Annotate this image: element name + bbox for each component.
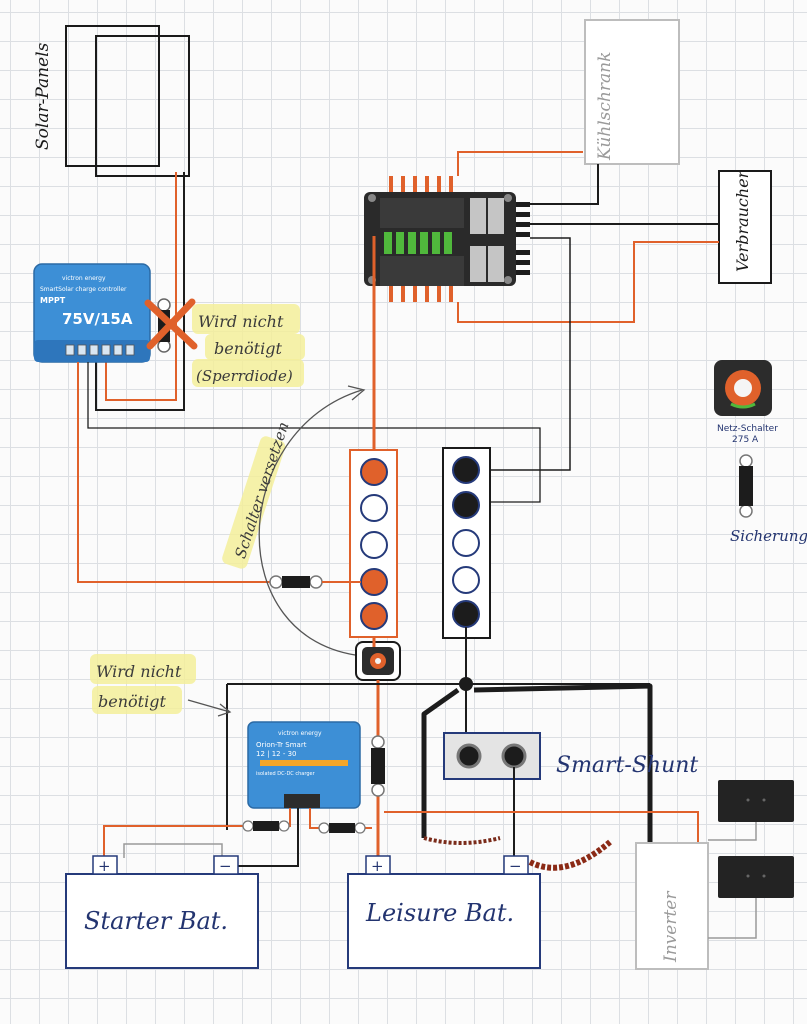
note-highlight (90, 654, 196, 684)
starter-positive-wire (103, 808, 291, 858)
shunt-bridge-cable (423, 836, 501, 845)
mppt-not-needed-note-line1: Wird nicht (198, 312, 284, 331)
heavy-ground-cable (421, 687, 460, 838)
leisure-battery-minus: − (509, 857, 522, 875)
solar-panels (65, 25, 190, 177)
inverter-outlets (718, 780, 794, 898)
note-highlight (192, 359, 304, 387)
mppt-not-needed-note-line3: (Sperrdiode) (196, 367, 293, 385)
starter-battery-minus: − (219, 857, 232, 875)
inverter-label: Inverter (661, 891, 681, 963)
note-highlight (205, 334, 305, 360)
solar-positive-wire (105, 172, 177, 401)
main-switch-label-line1: Netz-Schalter (717, 424, 778, 434)
leisure-battery (347, 855, 541, 969)
solar-panels-label: Solar-Panels (33, 42, 53, 150)
starter-battery (65, 855, 259, 969)
dcdc-brand: victron energy (278, 730, 322, 737)
dcdc-model-line3: isolated DC-DC charger (256, 771, 316, 777)
move-switch-arrow (258, 389, 363, 657)
solar-negative-wire (95, 172, 185, 411)
consumers-positive-wire (457, 241, 719, 323)
dcdc-starter-ground (230, 808, 299, 867)
mppt-charge-controller: victron energy SmartSolar charge control… (33, 263, 151, 363)
mppt-positive-wire (77, 362, 290, 583)
battery-switch (355, 641, 401, 681)
mppt-rating: 75V/15A (62, 310, 133, 328)
consumers-box (718, 170, 772, 284)
fuse-icon (739, 454, 753, 518)
outlet-wire (708, 898, 757, 939)
dcdc-not-needed-note-line2: benötigt (98, 692, 166, 711)
fuse-block (364, 176, 530, 302)
inverter-positive-wire (384, 811, 699, 843)
dcdc-model-line2: 12 | 12 - 30 (256, 750, 297, 758)
dcdc-model-line1: Orion-Tr Smart (256, 741, 307, 749)
main-switch-label-line2: 275 A (732, 435, 759, 445)
leisure-battery-label: Leisure Bat. (365, 899, 514, 927)
inverter-box (635, 842, 709, 970)
mppt-feed-fuse (269, 575, 323, 589)
outlet-wire (708, 822, 757, 841)
dcdc-output-fuse (318, 822, 366, 834)
main-fuse (371, 735, 385, 797)
dcdc-charger: victron energy Orion-Tr Smart 12 | 12 - … (247, 721, 361, 809)
starter-feed-fuse (242, 820, 290, 832)
fuse-label: Sicherung (730, 527, 807, 545)
main-switch-icon (714, 360, 772, 416)
dcdc-note-arrowhead (217, 703, 232, 717)
mppt-brand: victron energy (62, 275, 106, 282)
starter-negative-wire (123, 843, 223, 858)
mppt-model: SmartSolar charge controller (40, 286, 127, 293)
starter-battery-plus: + (98, 857, 111, 875)
fridge-box (584, 19, 680, 165)
mppt-not-needed-note-line2: benötigt (214, 339, 282, 358)
positive-busbar (349, 449, 398, 638)
negative-busbar (442, 447, 491, 639)
inverter-negative-cable (528, 839, 612, 871)
dcdc-not-needed-note-line1: Wird nicht (96, 662, 182, 681)
smart-shunt-label: Smart-Shunt (556, 753, 698, 778)
heavy-inverter-cable (473, 683, 653, 843)
note-highlight (92, 686, 182, 714)
ground-junction (459, 677, 473, 691)
mppt-negative-wire (87, 362, 541, 503)
consumers-label: Verbraucher (733, 169, 752, 272)
leisure-battery-plus: + (371, 857, 384, 875)
starter-battery-label: Starter Bat. (84, 907, 228, 935)
fuse-block-negative-wire (487, 237, 571, 471)
mppt-type: MPPT (40, 296, 66, 305)
fridge-positive-wire (457, 151, 583, 176)
note-highlight (222, 436, 286, 569)
note-highlight (192, 304, 300, 334)
blocking-diode-crossed-out (144, 298, 198, 353)
smart-shunt (443, 732, 541, 780)
move-switch-arrowhead (347, 385, 366, 401)
fridge-negative-wire (530, 164, 599, 205)
dcdc-note-arrow (187, 699, 231, 713)
fridge-label: Kühlschrank (595, 52, 615, 161)
